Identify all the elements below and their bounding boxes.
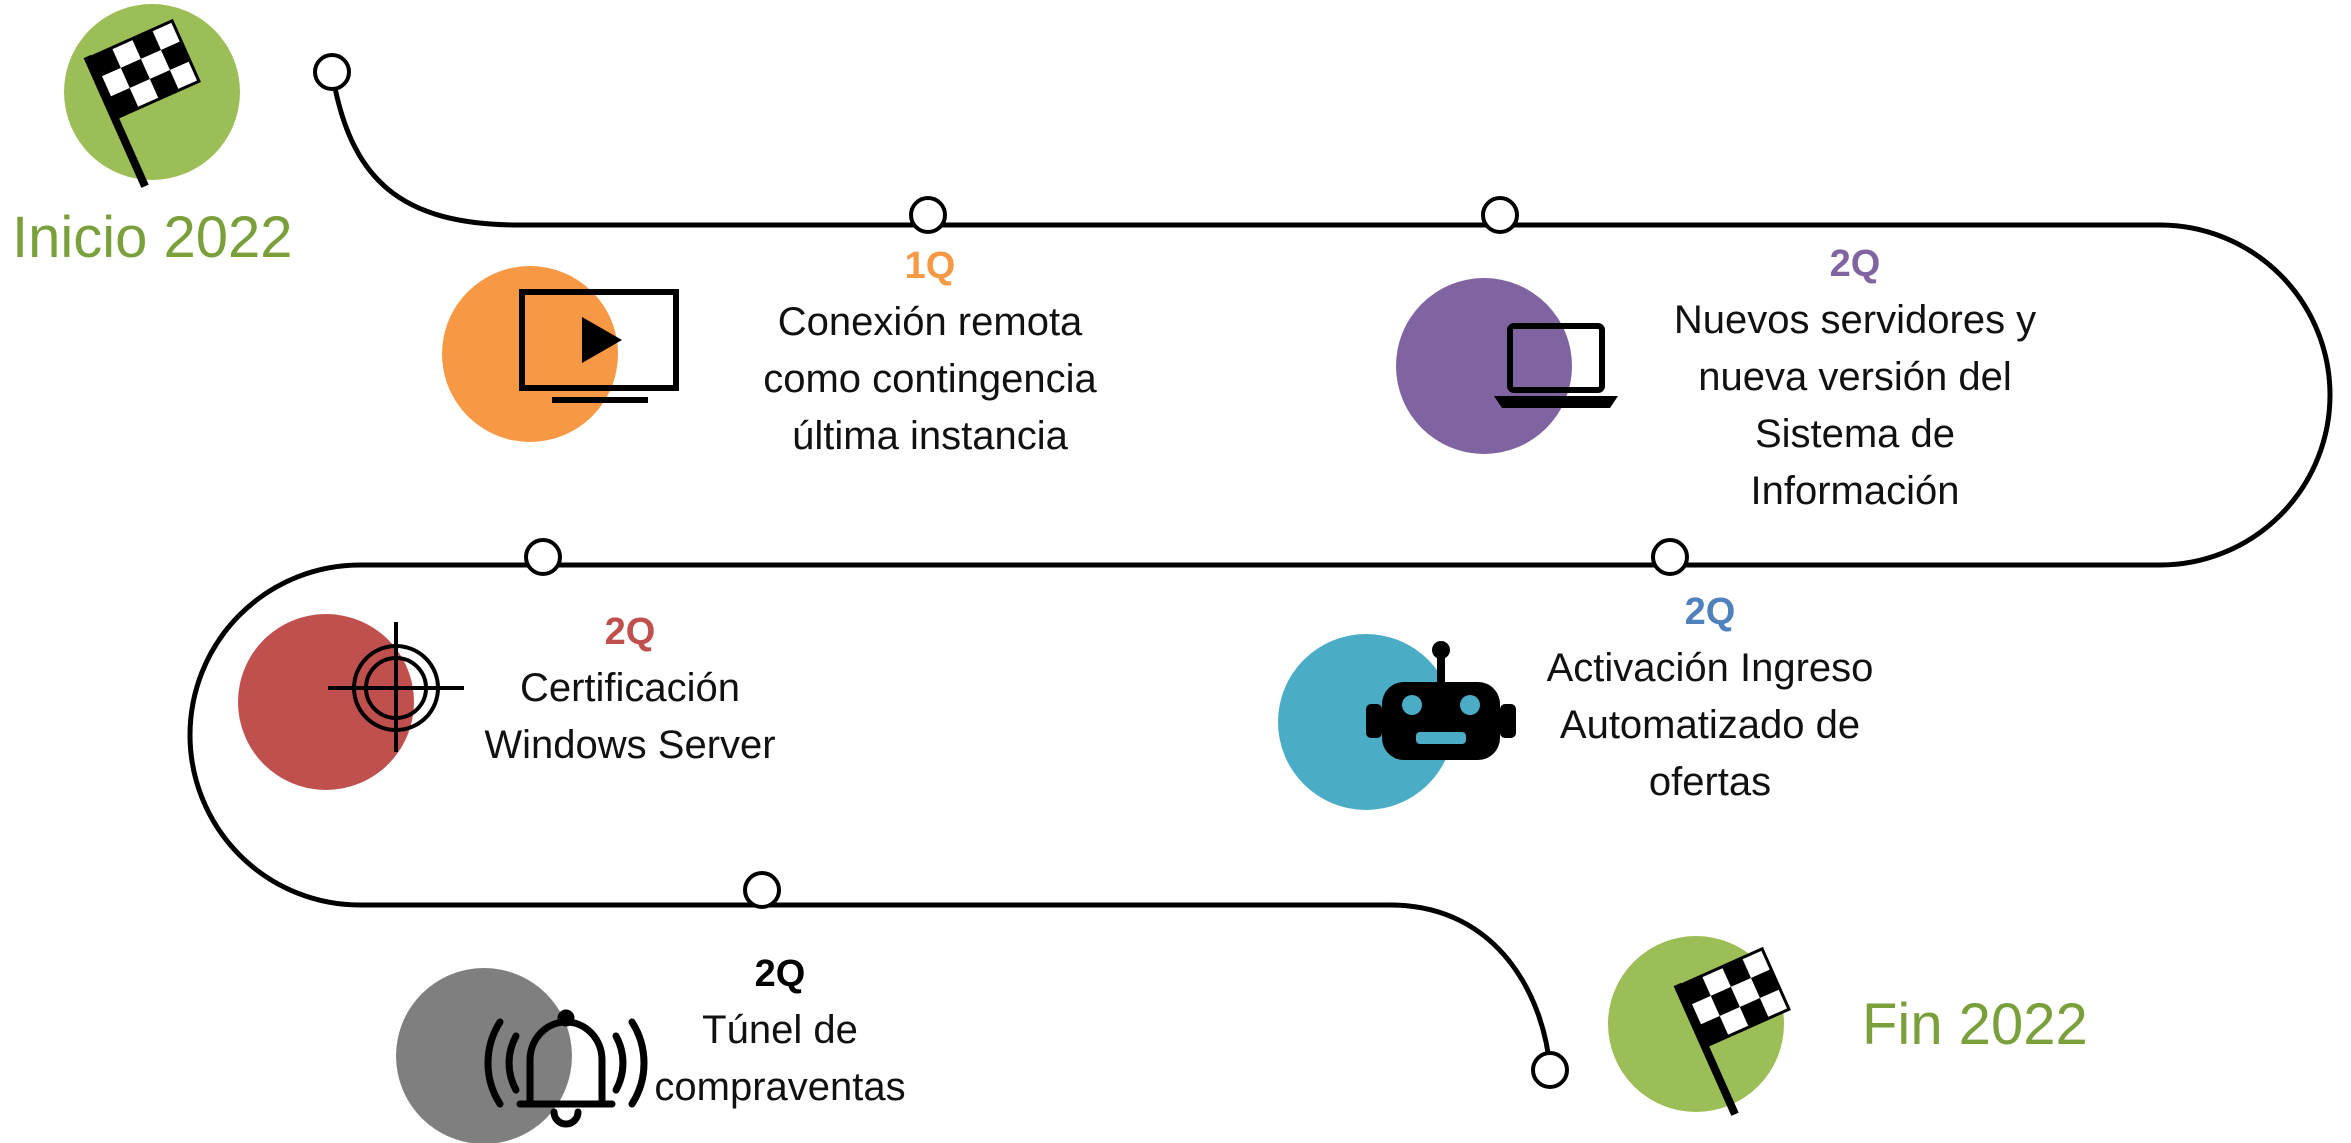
milestone-line: Túnel de — [702, 1008, 858, 1052]
road-node — [1531, 1051, 1569, 1089]
milestone-2-text: 2Q Nuevos servidores y nueva versión del… — [1625, 236, 2085, 520]
milestone-line: Certificación — [519, 666, 741, 710]
road-node — [909, 196, 947, 234]
bell-icon — [484, 1009, 648, 1128]
milestone-line: Información — [1750, 469, 1960, 513]
milestone-line: Nuevos servidores y — [1673, 298, 2037, 342]
milestone-line: compraventas — [654, 1065, 906, 1109]
road-node — [1481, 196, 1519, 234]
milestone-5-badge — [396, 968, 648, 1143]
crosshair-icon — [328, 622, 464, 752]
milestone-1-text: 1Q Conexión remota como contingencia últ… — [700, 238, 1160, 465]
milestone-line: Windows Server — [484, 723, 776, 767]
milestone-line: Automatizado de — [1559, 703, 1861, 747]
milestone-quarter: 2Q — [1684, 591, 1736, 633]
end-label: Fin 2022 — [1862, 992, 2088, 1057]
milestone-quarter: 2Q — [604, 611, 656, 653]
milestone-description: Nuevos servidores y nueva versión del Si… — [1625, 292, 2085, 520]
milestone-2-badge — [1396, 278, 1618, 454]
road-node — [1651, 538, 1689, 576]
road-node — [743, 871, 781, 909]
milestone-2-circle — [1396, 278, 1572, 454]
milestone-4-text: 2Q Activación Ingreso Automatizado de of… — [1500, 584, 1920, 811]
tv-play-icon — [519, 289, 679, 403]
checkered-flag-icon — [83, 18, 201, 188]
end-marker — [1608, 936, 1791, 1116]
milestone-quarter: 1Q — [904, 245, 956, 287]
milestone-5-circle — [396, 968, 572, 1143]
milestone-5-text: 2Q Túnel de compraventas — [610, 946, 950, 1116]
milestone-3-text: 2Q Certificación Windows Server — [420, 604, 840, 774]
milestone-line: última instancia — [792, 414, 1068, 458]
milestone-description: Túnel de compraventas — [610, 1002, 950, 1116]
milestone-4-badge — [1278, 634, 1516, 810]
milestone-description: Activación Ingreso Automatizado de ofert… — [1500, 640, 1920, 811]
checkered-flag-icon — [1673, 946, 1791, 1116]
robot-icon — [1366, 641, 1516, 760]
start-label: Inicio 2022 — [12, 205, 293, 270]
milestone-line: Activación Ingreso — [1546, 646, 1874, 690]
milestone-line: como contingencia — [763, 357, 1097, 401]
start-marker — [64, 4, 240, 188]
milestone-3-badge — [238, 614, 464, 790]
milestone-description: Certificación Windows Server — [420, 660, 840, 774]
milestone-line: Conexión remota — [777, 300, 1083, 344]
milestone-description: Conexión remota como contingencia última… — [700, 294, 1160, 465]
milestone-line: nueva versión del — [1698, 355, 2012, 399]
road-path — [187, 71, 2333, 1071]
milestone-line: ofertas — [1648, 760, 1772, 804]
laptop-icon — [1494, 323, 1618, 408]
road-node — [524, 538, 562, 576]
milestone-1-badge — [442, 266, 679, 442]
milestone-line: Sistema de — [1754, 412, 1956, 456]
milestone-quarter: 2Q — [1829, 243, 1881, 285]
road-node — [313, 53, 351, 91]
milestone-quarter: 2Q — [754, 953, 806, 995]
milestone-3-circle — [238, 614, 414, 790]
